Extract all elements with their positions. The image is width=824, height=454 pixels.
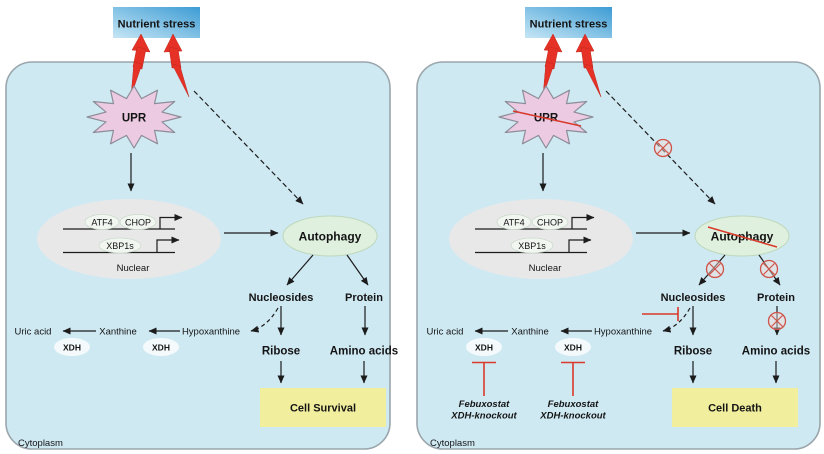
xdh-inhibition-bar — [472, 361, 496, 396]
xanthine-label: Xanthine — [99, 327, 137, 338]
nucleosides-label: Nucleosides — [661, 292, 726, 304]
lightning-bolt-icon — [575, 33, 602, 98]
stress-to-autophagy-dashed-arrow — [605, 90, 716, 205]
atf4-ellipse — [496, 214, 532, 230]
stress-to-autophagy-dashed-arrow — [193, 90, 304, 205]
xdh-label-1: XDH — [475, 343, 493, 353]
protein-label: Protein — [757, 292, 795, 304]
chop-ellipse — [531, 214, 569, 230]
atf4-label: ATF4 — [91, 218, 112, 228]
xdh-ellipse — [54, 338, 90, 356]
xdh-ellipse — [143, 338, 179, 356]
xbp1s-label: XBP1s — [518, 241, 546, 251]
nucleus-group: ATF4 CHOP XBP1s Nuclear — [37, 199, 221, 279]
nuclear-label: Nuclear — [117, 263, 150, 274]
xanthine-label: Xanthine — [511, 327, 549, 338]
hypoxanthine-label: Hypoxanthine — [594, 327, 652, 338]
ribose-label: Ribose — [674, 346, 712, 358]
blocked-icon — [653, 138, 673, 158]
upr-strike-line — [512, 110, 582, 127]
autophagy-label: Autophagy — [299, 230, 362, 244]
xdh-label-2: XDH — [564, 343, 582, 353]
outcome-label: Cell Death — [708, 403, 762, 415]
nucleosides-label: Nucleosides — [249, 292, 314, 304]
salvage-inhibition-bar — [642, 307, 679, 321]
panel-cell-death: Nutrient stress UPR ATF4 CHOP XBP1s — [416, 7, 821, 450]
atf4-label: ATF4 — [503, 218, 524, 228]
blocked-icon — [759, 259, 779, 279]
nucleosides-to-hypoxanthine-curve — [250, 307, 279, 333]
nutrient-stress-box — [113, 7, 200, 38]
upr-starburst — [86, 85, 182, 149]
xdh-ellipse — [466, 338, 502, 356]
cytoplasm-label: Cytoplasm — [430, 438, 475, 449]
chop-ellipse — [119, 214, 157, 230]
blocked-icon — [767, 311, 787, 331]
xbp1s-ellipse — [98, 237, 142, 254]
inhibitor-label: Febuxostat — [548, 399, 600, 410]
ribose-label: Ribose — [262, 346, 300, 358]
inhibitor-label: Febuxostat — [459, 399, 511, 410]
promoter-arrow-icon — [159, 214, 183, 229]
xdh-ellipse — [555, 338, 591, 356]
uric-acid-label: Uric acid — [15, 327, 52, 338]
outcome-box — [260, 388, 386, 427]
amino-acids-label: Amino acids — [330, 346, 398, 358]
hypoxanthine-label: Hypoxanthine — [182, 327, 240, 338]
nucleus-group: ATF4 CHOP XBP1s Nuclear — [449, 199, 633, 279]
chop-label: CHOP — [537, 218, 563, 228]
autophagy-strike-line — [707, 226, 778, 248]
uric-acid-label: Uric acid — [427, 327, 464, 338]
protein-label: Protein — [345, 292, 383, 304]
nutrient-stress-box — [525, 7, 612, 38]
promoter-arrow-icon — [568, 236, 592, 253]
inhibition-annotations: Febuxostat XDH-knockout Febuxostat XDH-k… — [450, 110, 787, 422]
outcome-box — [672, 388, 798, 427]
outcome-label: Cell Survival — [290, 403, 356, 415]
xdh-label-2: XDH — [152, 343, 170, 353]
panel-cell-survival: Nutrient stress UPR ATF4 CHOP XBP1s — [5, 7, 398, 450]
nutrient-stress-label: Nutrient stress — [530, 19, 608, 31]
autophagy-to-nucleosides-arrow — [286, 254, 314, 286]
xdh-label-1: XDH — [63, 343, 81, 353]
nuclear-label: Nuclear — [529, 263, 562, 274]
nutrient-stress-label: Nutrient stress — [118, 19, 196, 31]
inhibitor-label: XDH-knockout — [450, 411, 517, 422]
nucleosides-to-hypoxanthine-curve — [662, 307, 691, 333]
upr-label: UPR — [122, 113, 147, 125]
lightning-bolt-icon — [163, 33, 190, 98]
autophagy-ellipse — [282, 215, 378, 257]
promoter-arrow-icon — [571, 214, 595, 229]
lightning-bolt-icon — [542, 33, 563, 97]
cytoplasm-label: Cytoplasm — [18, 438, 63, 449]
xbp1s-ellipse — [510, 237, 554, 254]
chop-label: CHOP — [125, 218, 151, 228]
blocked-icon — [705, 259, 725, 279]
xdh-inhibition-bar — [561, 361, 585, 396]
xbp1s-label: XBP1s — [106, 241, 134, 251]
autophagy-to-protein-arrow — [346, 254, 369, 286]
amino-acids-label: Amino acids — [742, 346, 810, 358]
inhibitor-label: XDH-knockout — [539, 411, 606, 422]
upr-starburst — [498, 85, 594, 149]
promoter-arrow-icon — [156, 236, 180, 253]
autophagy-ellipse — [694, 215, 790, 257]
atf4-ellipse — [84, 214, 120, 230]
